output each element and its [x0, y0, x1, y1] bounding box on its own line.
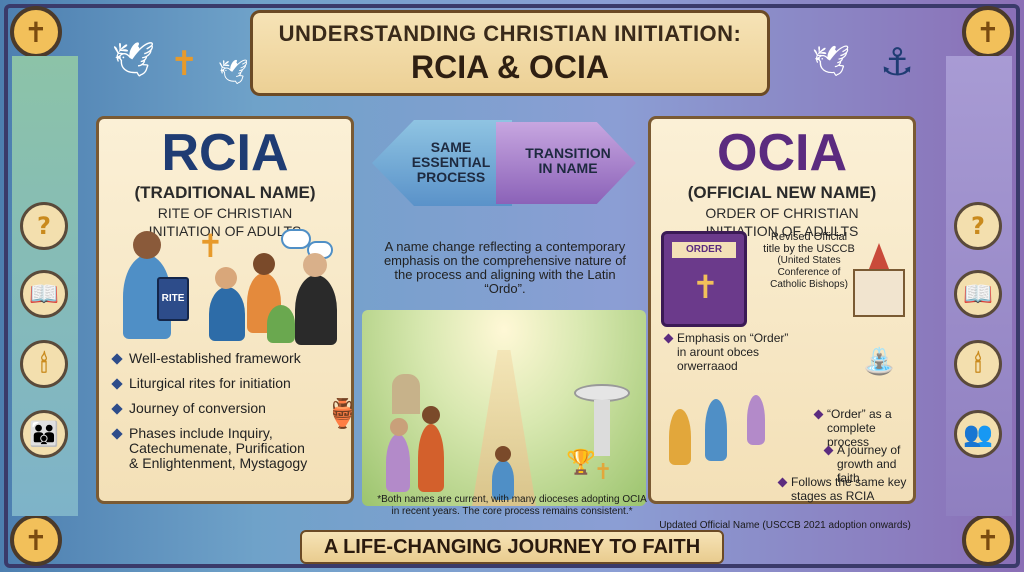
arrow-label-line: ESSENTIAL — [411, 154, 491, 170]
rcia-scroll: RCIA (TRADITIONAL NAME) RITE OF CHRISTIA… — [96, 116, 360, 504]
left-decorative-column: ? 📖 🕯 👪 — [12, 56, 78, 516]
group-icon: 👥 — [954, 410, 1002, 458]
list-item: Follows the same key stages as RCIA — [779, 475, 915, 503]
ocia-scroll: OCIA (OFFICIAL NEW NAME) ORDER OF CHRIST… — [648, 116, 916, 504]
arrow-label-line: TRANSITION — [525, 145, 611, 161]
ocia-title: OCIA — [717, 124, 847, 182]
order-book-label: ORDER — [672, 242, 736, 258]
dove-icon: 🕊 — [112, 40, 156, 80]
arrow-label-line: SAME — [430, 139, 472, 155]
cross-icon: ✝ — [594, 460, 613, 485]
student-figure — [209, 287, 245, 341]
baptismal-font-icon: ⛲ — [863, 347, 896, 377]
list-item: Well-established framework — [113, 351, 348, 366]
walker-figure — [747, 395, 765, 445]
page-title-line1: UNDERSTANDING CHRISTIAN INITIATION: — [278, 21, 742, 46]
transition-in-name-label: TRANSITION IN NAME — [518, 146, 618, 176]
rcia-illustration: RITE ✝ — [117, 227, 339, 345]
reader-icon: 📖 — [954, 270, 1002, 318]
list-item: Journey of conversion — [113, 401, 348, 416]
child-head — [495, 446, 511, 462]
rite-book: RITE — [157, 277, 189, 321]
rcia-full-name-2: INITIATION OF ADULTS — [148, 223, 302, 239]
list-item: Phases include Inquiry, Catechumenate, P… — [113, 426, 313, 471]
dove-icon: 🕊 — [218, 58, 249, 86]
reader-icon: 📖 — [20, 270, 68, 318]
church-icon — [849, 243, 909, 319]
priest-head — [303, 253, 327, 277]
center-panel: SAME ESSENTIAL PROCESS TRANSITION IN NAM… — [356, 96, 652, 516]
teacher-head — [133, 231, 161, 259]
chalice-icon: 🏆 — [566, 448, 596, 476]
arrow-label-line: IN NAME — [538, 160, 598, 176]
revised-detail: (United States Conference of Catholic Bi… — [770, 255, 848, 290]
cross-icon: ✝ — [962, 6, 1014, 58]
student-head — [253, 253, 275, 275]
oil-jar-icon: 🏺 — [325, 397, 360, 430]
rcia-full-name-1: RITE OF CHRISTIAN — [157, 205, 293, 221]
journey-scene: 🏆 ✝ — [362, 310, 646, 506]
anchor-icon: ⚓ — [880, 40, 915, 84]
arrow-label-line: PROCESS — [416, 169, 486, 185]
center-footnote: *Both names are current, with many dioce… — [377, 494, 647, 517]
speech-bubble-icon — [281, 229, 311, 249]
rcia-bullet-list: Well-established framework Liturgical ri… — [113, 351, 348, 481]
cross-icon: ✝ — [10, 514, 62, 566]
right-decorative-column: ? 📖 🕯 👥 — [946, 56, 1012, 516]
walker-figure — [669, 409, 691, 465]
ocia-footnote: Updated Official Name (USCCB 2021 adopti… — [659, 520, 911, 531]
order-book: ORDER ✝ — [661, 231, 747, 327]
walker-head — [390, 418, 408, 436]
cross-icon: ✝ — [692, 268, 719, 306]
page-title-line2: RCIA & OCIA — [411, 49, 609, 85]
dove-icon: 🕊 — [812, 44, 851, 79]
ocia-full-name-1: ORDER OF CHRISTIAN — [705, 205, 859, 221]
rcia-subtitle: (TRADITIONAL NAME) — [134, 183, 316, 202]
title-banner: UNDERSTANDING CHRISTIAN INITIATION: RCIA… — [250, 10, 770, 96]
footer-banner: A LIFE-CHANGING JOURNEY TO FAITH — [300, 530, 724, 564]
steeple — [869, 243, 889, 269]
question-mark-icon: ? — [954, 202, 1002, 250]
cross-icon: ✝ — [962, 514, 1014, 566]
walker-head — [422, 406, 440, 424]
same-essential-process-label: SAME ESSENTIAL PROCESS — [406, 140, 496, 185]
cross-icon: ✝ — [170, 44, 199, 84]
priest-figure — [295, 275, 337, 345]
revised-line: title by the USCCB — [763, 243, 855, 255]
cross-icon: ✝ — [10, 6, 62, 58]
church-body — [853, 269, 905, 317]
ocia-subtitle: (OFFICIAL NEW NAME) — [687, 183, 877, 202]
walker-figure — [386, 434, 410, 492]
revised-line: Revised Official — [770, 231, 848, 243]
student-head — [215, 267, 237, 289]
walker-figure — [418, 424, 444, 492]
list-item: Emphasis on “Order” in arount obces orwe… — [665, 331, 795, 373]
list-item: Liturgical rites for initiation — [113, 376, 348, 391]
student-figure — [267, 305, 295, 343]
question-mark-icon: ? — [20, 202, 68, 250]
chapel-icon — [392, 374, 420, 414]
outer-border — [4, 4, 1020, 568]
cross-icon: ✝ — [197, 227, 224, 265]
child-figure — [492, 460, 514, 500]
revised-title-note: Revised Official title by the USCCB (Uni… — [759, 231, 859, 291]
candle-icon: 🕯 — [20, 340, 68, 388]
walker-figure — [705, 399, 727, 461]
rcia-title: RCIA — [161, 124, 289, 182]
font-pedestal — [594, 400, 610, 456]
name-change-description: A name change reflecting a contemporary … — [383, 239, 627, 296]
family-icon: 👪 — [20, 410, 68, 458]
candle-icon: 🕯 — [954, 340, 1002, 388]
